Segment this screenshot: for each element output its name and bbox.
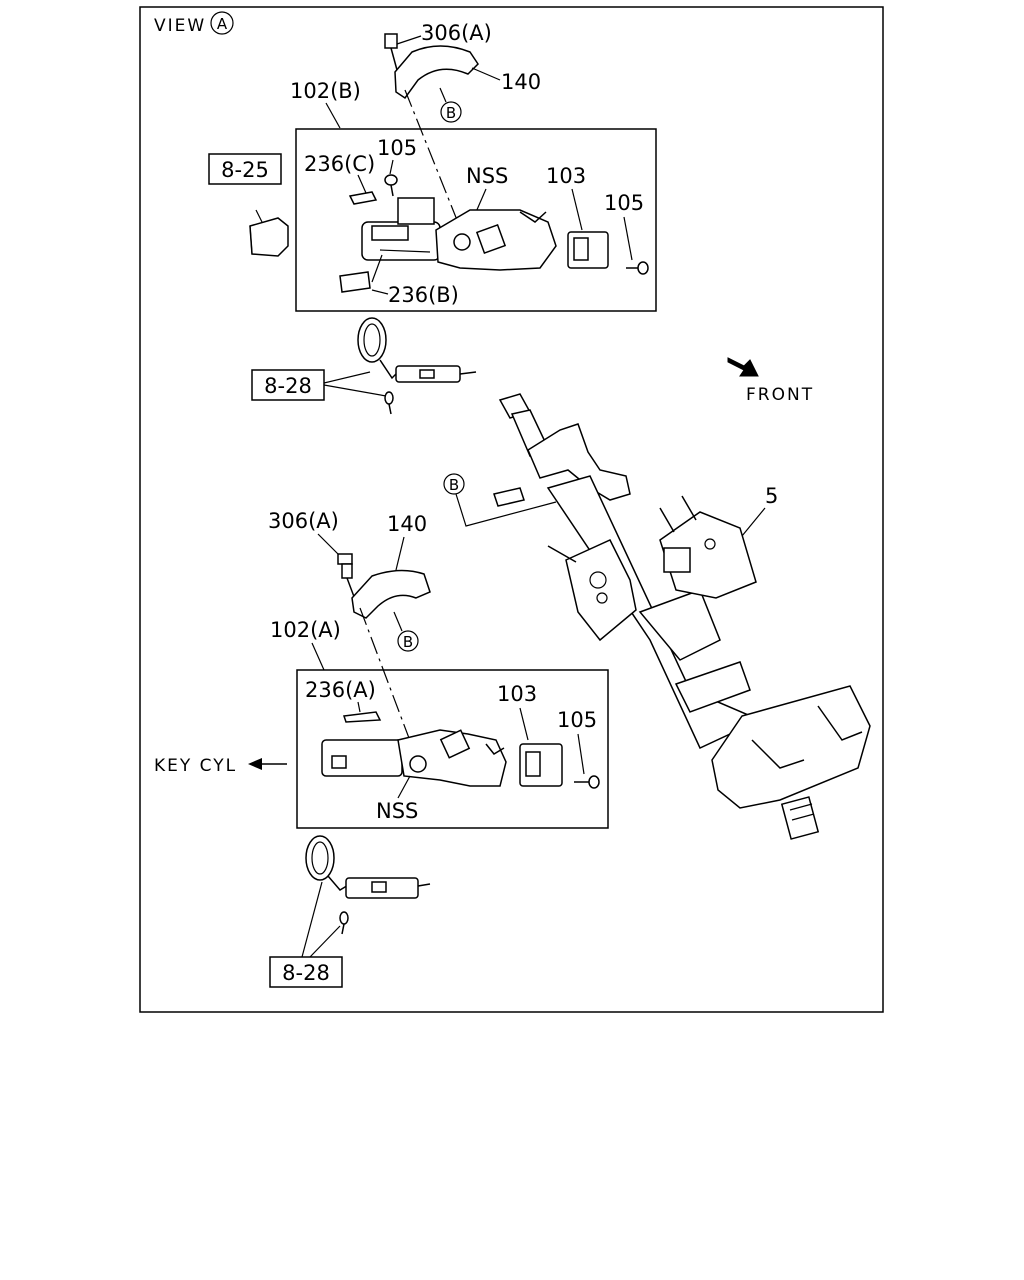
label-306a-lower: 306(A) [268, 509, 339, 533]
label-102a: 102(A) [270, 618, 341, 642]
label-140-upper: 140 [501, 70, 541, 94]
bracket-236a [342, 711, 382, 723]
ref-8-28-upper: 8-28 [264, 374, 312, 398]
ring-sensor-lower [305, 835, 431, 935]
screw-105-upper-b [637, 261, 649, 275]
label-102b: 102(B) [290, 79, 361, 103]
view-marker: A [217, 15, 228, 33]
ref-marker-b-lower-circle [397, 630, 419, 652]
clip-236b [339, 271, 371, 293]
clamp-140-lower [351, 569, 431, 619]
detail-102b: 306(A) 140 B 102(B) 236(C) 105 NSS [290, 21, 657, 312]
front-label: FRONT [746, 385, 814, 405]
detail-102a: 306(A) 140 B 102(A) 236(A) NSS [268, 509, 609, 829]
label-103-upper: 103 [546, 164, 586, 188]
label-105-upper-a: 105 [377, 136, 417, 160]
label-306a-upper: 306(A) [421, 21, 492, 45]
view-marker-circle [210, 11, 234, 35]
label-236a: 236(A) [305, 678, 376, 702]
view-label: VIEW [154, 16, 206, 36]
ring-sensor-upper [357, 317, 477, 415]
key-cyl-label: KEY CYL [154, 756, 237, 776]
detail-box-102a [296, 669, 609, 829]
screw-105-upper-a [384, 174, 398, 186]
label-105-upper-b: 105 [604, 191, 644, 215]
bolt-306a-upper [384, 33, 405, 87]
label-105-lower: 105 [557, 708, 597, 732]
column-ref-marker-b: B [449, 476, 459, 494]
label-5: 5 [765, 484, 778, 508]
label-nss-lower: NSS [376, 799, 418, 823]
screw-105-lower [588, 775, 600, 789]
bolt-306a-lower [337, 553, 357, 603]
column-ref-marker-b-circle [443, 473, 465, 495]
ref-marker-b-upper-circle [440, 101, 462, 123]
label-236b: 236(B) [388, 283, 459, 307]
key-cyl-arrow [248, 758, 287, 770]
front-arrow [727, 357, 759, 377]
key-cylinder-part [249, 209, 289, 257]
detail-box-102b [295, 128, 657, 312]
steering-column-5 [498, 393, 871, 840]
bracket-236c [348, 191, 378, 205]
lock-assembly-upper [361, 197, 557, 271]
label-103-lower: 103 [497, 682, 537, 706]
clamp-140-upper [394, 45, 479, 100]
label-nss-upper: NSS [466, 164, 508, 188]
diagram-frame [139, 6, 884, 1013]
ref-8-28-lower: 8-28 [282, 961, 330, 985]
ref-box-8-25 [208, 153, 282, 185]
ref-8-25: 8-25 [221, 158, 269, 182]
label-236c: 236(C) [304, 152, 375, 176]
lock-assembly-lower [321, 729, 507, 787]
ref-marker-b-upper: B [446, 104, 456, 122]
label-140-lower: 140 [387, 512, 427, 536]
ref-box-8-28-lower [269, 956, 343, 988]
ref-marker-b-lower: B [403, 633, 413, 651]
